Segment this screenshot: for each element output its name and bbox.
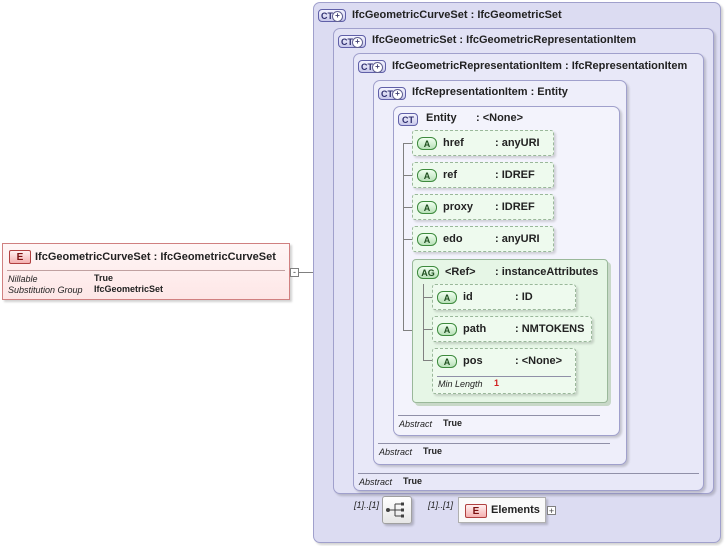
attribute-badge: A — [437, 355, 457, 368]
attribute-type: : IDREF — [495, 201, 535, 213]
elements-label: Elements — [491, 504, 540, 516]
prop-value-substitution-group: IfcGeometricSet — [94, 284, 164, 294]
abstract-label: Abstract — [359, 477, 393, 487]
divider — [7, 270, 285, 271]
sequence-icon — [386, 502, 404, 518]
connector — [403, 175, 416, 176]
connector — [423, 329, 433, 330]
prop-value-nillable: True — [94, 273, 114, 283]
attribute-type: : NMTOKENS — [515, 323, 585, 335]
attribute-badge: A — [437, 291, 457, 304]
ct-badge-label: CT — [402, 115, 414, 125]
multiplicity-right: [1]..[1] — [428, 500, 454, 510]
abstract-value: True — [403, 476, 423, 486]
connector — [403, 143, 404, 330]
ct-badge: CT + — [378, 87, 406, 100]
divider — [398, 415, 600, 416]
attribute-name: pos — [463, 355, 483, 367]
sequence-node[interactable] — [382, 496, 412, 524]
ct-badge-label: CT — [361, 62, 373, 72]
attribute-group-type: : instanceAttributes — [495, 266, 599, 278]
abstract-label: Abstract — [399, 419, 433, 429]
connector — [423, 297, 433, 298]
attribute-group-name: <Ref> — [445, 266, 476, 278]
ct-title: IfcGeometricRepresentationItem : IfcRepr… — [392, 60, 688, 72]
ct-title: IfcRepresentationItem : Entity — [412, 86, 568, 98]
attribute-type: : IDREF — [495, 169, 535, 181]
ct-title: IfcGeometricCurveSet : IfcGeometricSet — [352, 9, 562, 21]
attribute-id[interactable]: A id : ID — [432, 284, 576, 310]
connector — [423, 284, 424, 360]
facet-value: 1 — [494, 378, 500, 388]
attribute-badge: A — [417, 137, 437, 150]
attribute-type: : anyURI — [495, 233, 540, 245]
attribute-name: href — [443, 137, 464, 149]
collapse-toggle[interactable]: - — [290, 268, 299, 277]
attribute-path[interactable]: A path : NMTOKENS — [432, 316, 592, 342]
attribute-type: : <None> — [515, 355, 563, 367]
prop-key-nillable: Nillable — [8, 274, 38, 284]
connector — [298, 272, 314, 273]
connector — [403, 239, 416, 240]
attribute-pos[interactable]: A pos : <None> Min Length 1 — [432, 348, 576, 394]
ct-badge: CT + — [318, 9, 346, 22]
ct-badge: CT + — [338, 35, 366, 48]
root-element-box[interactable]: E IfcGeometricCurveSet : IfcGeometricCur… — [2, 243, 290, 300]
abstract-value: True — [443, 418, 463, 428]
expand-toggle[interactable]: + — [547, 506, 556, 516]
attribute-type: : anyURI — [495, 137, 540, 149]
expand-icon: + — [372, 62, 383, 73]
ct-badge: CT — [398, 113, 418, 126]
facet-label: Min Length — [438, 379, 483, 389]
element-badge: E — [465, 504, 487, 518]
attribute-name: id — [463, 291, 473, 303]
connector — [403, 207, 416, 208]
abstract-label: Abstract — [379, 447, 413, 457]
attribute-type: : ID — [515, 291, 533, 303]
attribute-name: edo — [443, 233, 463, 245]
attribute-group-badge: AG — [417, 266, 439, 279]
ct-badge-label: CT — [321, 11, 333, 21]
expand-icon: + — [392, 89, 403, 100]
divider — [358, 473, 699, 474]
attribute-edo[interactable]: A edo : anyURI — [412, 226, 554, 252]
expand-icon: + — [332, 11, 343, 22]
elements-node[interactable]: E Elements — [458, 497, 546, 523]
abstract-value: True — [423, 446, 443, 456]
ct-badge: CT + — [358, 60, 386, 73]
root-element-title: IfcGeometricCurveSet : IfcGeometricCurve… — [35, 251, 276, 263]
attribute-proxy[interactable]: A proxy : IDREF — [412, 194, 554, 220]
prop-key-substitution-group: Substitution Group — [8, 285, 83, 295]
attribute-badge: A — [437, 323, 457, 336]
attribute-name: proxy — [443, 201, 473, 213]
attribute-badge: A — [417, 169, 437, 182]
connector — [403, 143, 416, 144]
divider — [378, 443, 610, 444]
attribute-badge: A — [417, 233, 437, 246]
multiplicity-left: [1]..[1] — [354, 500, 380, 510]
attribute-badge: A — [417, 201, 437, 214]
element-badge: E — [9, 250, 31, 264]
ct-badge-label: CT — [381, 89, 393, 99]
expand-icon: + — [352, 37, 363, 48]
attribute-name: path — [463, 323, 487, 335]
attribute-name: ref — [443, 169, 458, 181]
ct-type: : <None> — [476, 112, 524, 124]
ct-badge-label: CT — [341, 37, 353, 47]
attribute-href[interactable]: A href : anyURI — [412, 130, 554, 156]
connector — [423, 360, 433, 361]
divider — [437, 376, 571, 377]
attribute-ref[interactable]: A ref : IDREF — [412, 162, 554, 188]
ct-name: Entity — [426, 112, 457, 124]
ct-title: IfcGeometricSet : IfcGeometricRepresenta… — [372, 34, 637, 46]
